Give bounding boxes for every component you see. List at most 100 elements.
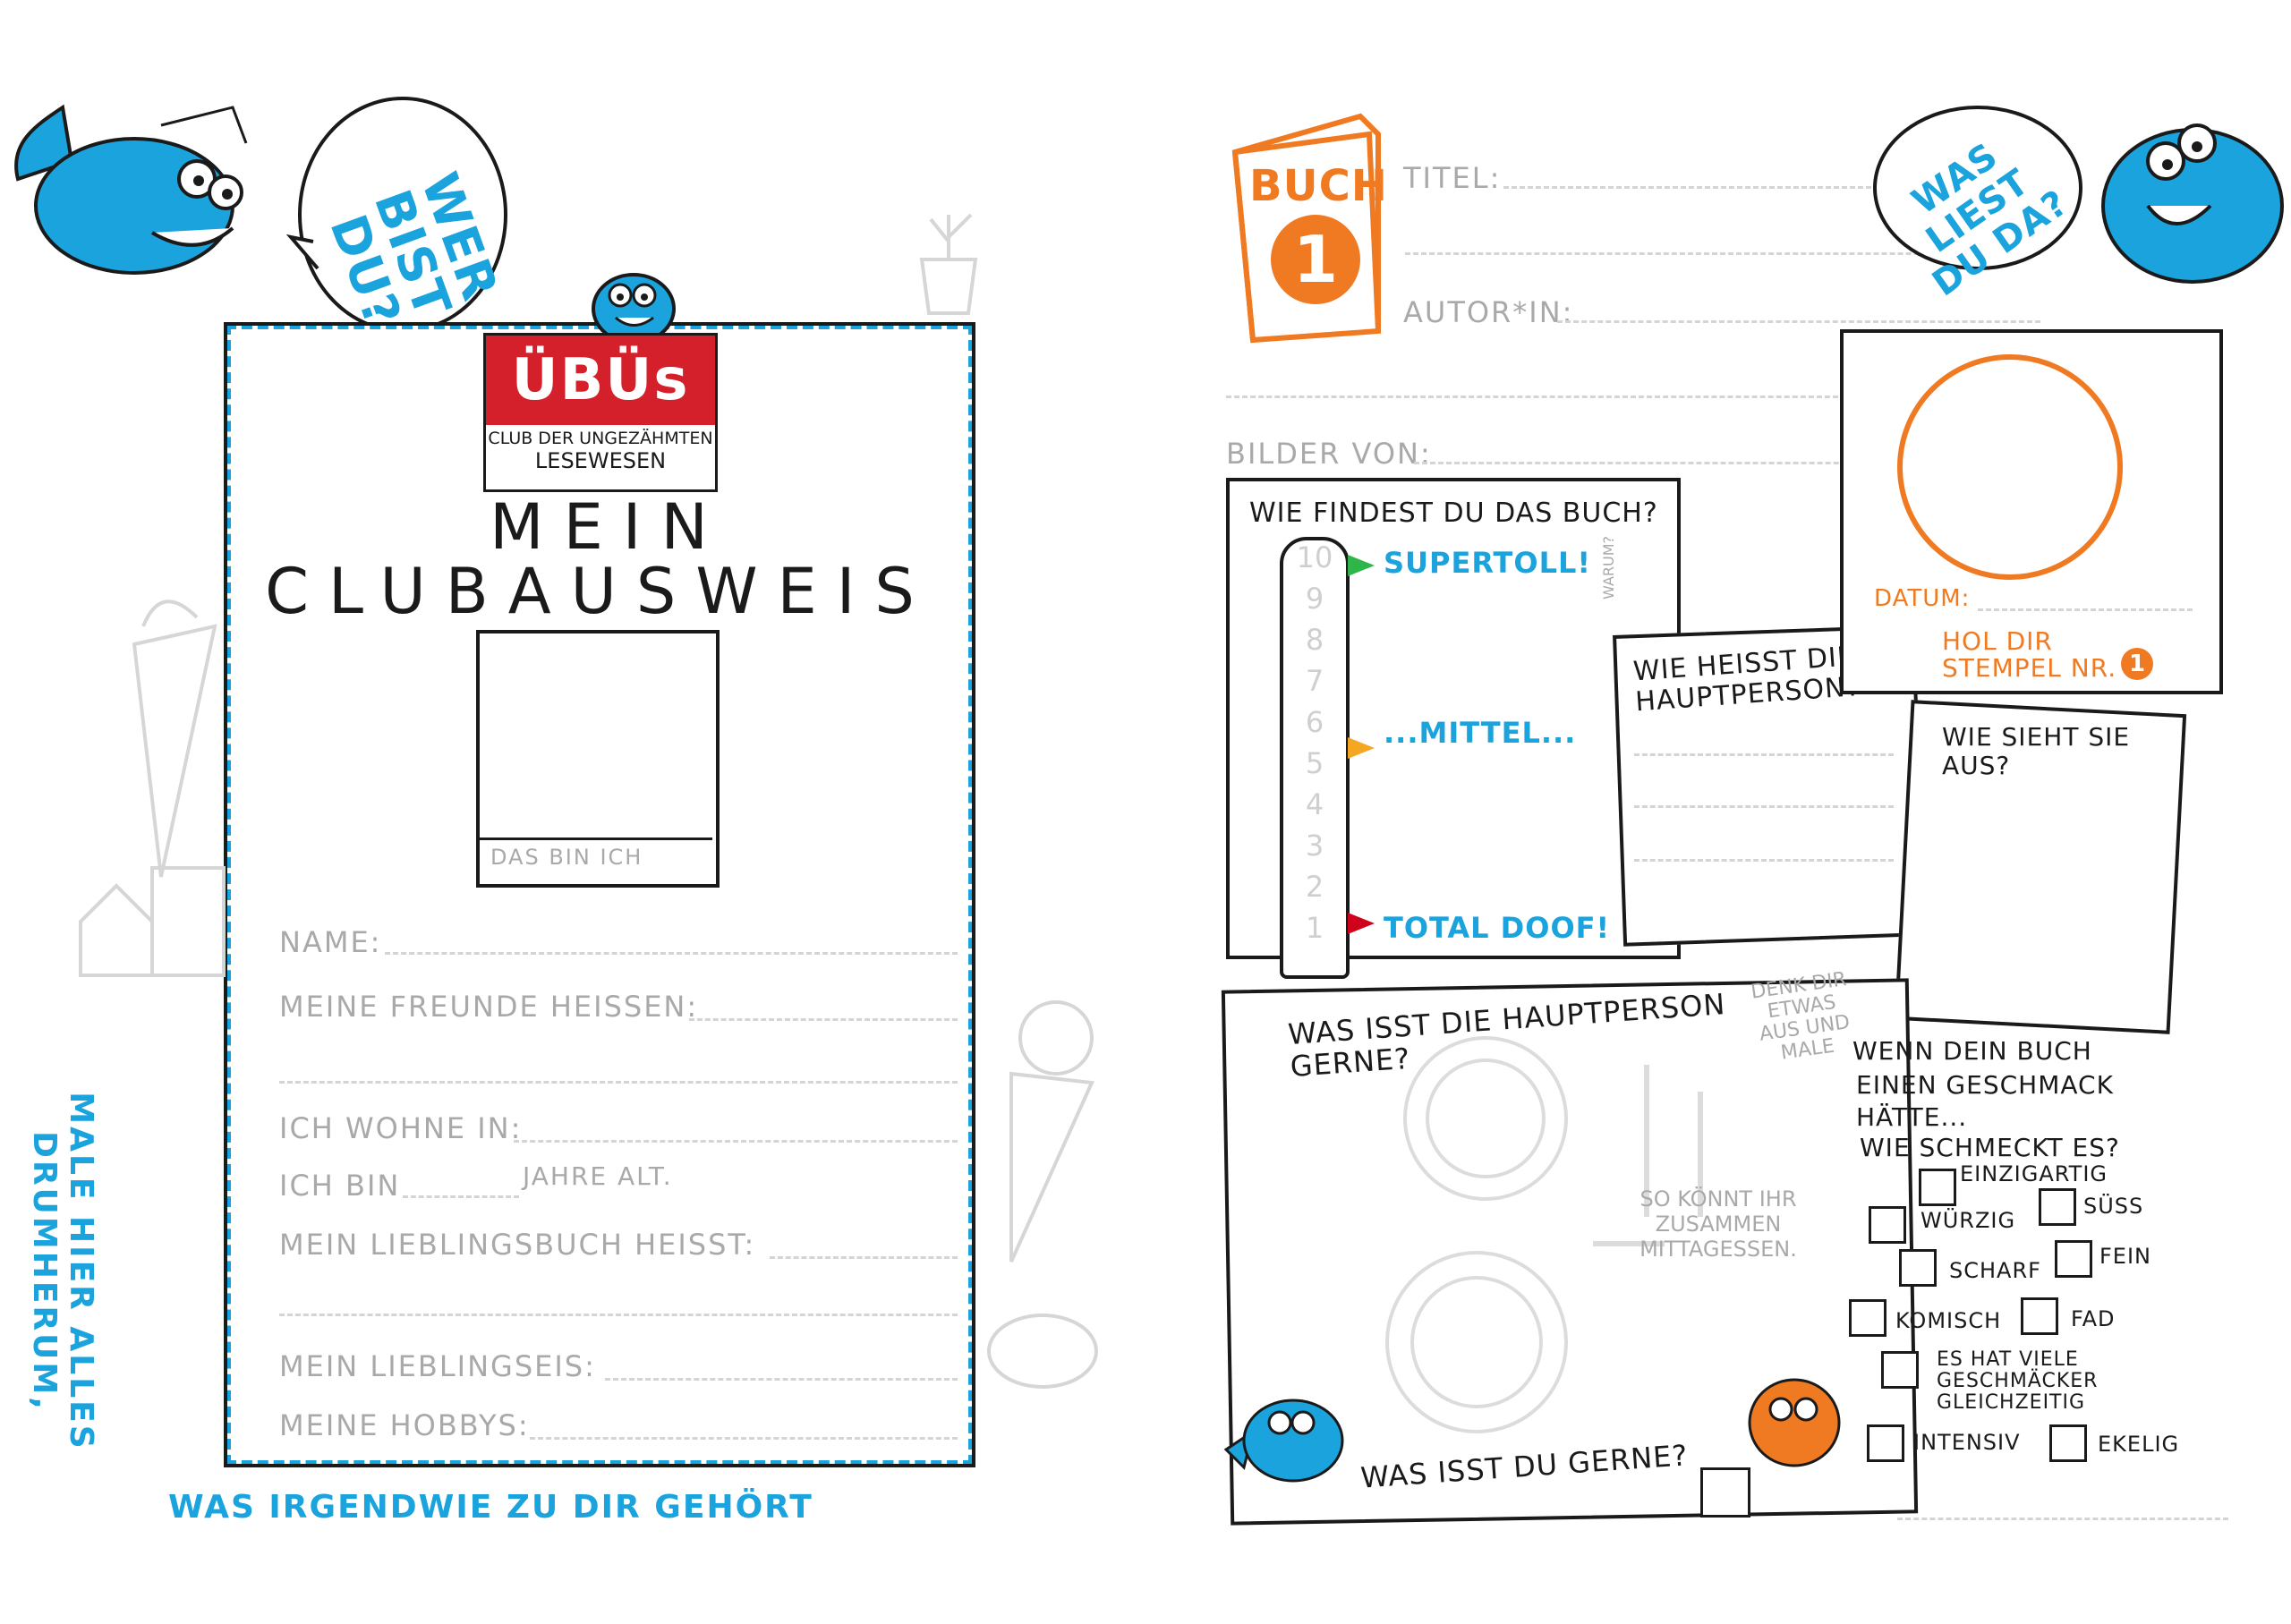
title-label: TITEL:: [1403, 161, 1502, 195]
label-fad: FAD: [2071, 1306, 2116, 1331]
author-line-2[interactable]: [1226, 395, 2040, 398]
friends-line-1[interactable]: [689, 1018, 958, 1021]
lives-line[interactable]: [514, 1140, 958, 1143]
food-together: SO KÖNNT IHR ZUSAMMEN MITTAGESSEN.: [1639, 1186, 1797, 1262]
blue-monster-top-right: [2101, 123, 2284, 284]
photo-box[interactable]: [476, 630, 720, 888]
favorite-book-line-2[interactable]: [279, 1314, 958, 1316]
book-label: BUCH: [1249, 161, 1388, 211]
checkbox-scharf[interactable]: [1899, 1249, 1937, 1287]
name-line[interactable]: [385, 952, 958, 955]
lives-label: ICH WOHNE IN:: [279, 1111, 523, 1145]
cone-bag-drawing: [132, 599, 217, 878]
main-character-line-1[interactable]: [1634, 753, 1894, 756]
main-character-line-2[interactable]: [1634, 805, 1894, 808]
taste-question-1: WENN DEIN BUCH: [1852, 1036, 2092, 1066]
houses-drawing: [79, 866, 226, 977]
favorite-book-label: MEIN LIEBLINGSBUCH HEISST:: [279, 1228, 756, 1262]
age-prefix-label: ICH BIN: [279, 1169, 401, 1203]
left-page: WER BIST DU? ÜBÜs CLUB DER UNGEZÄHMTEN L…: [14, 97, 1098, 1526]
favorite-ice-line[interactable]: [605, 1378, 958, 1381]
age-suffix-label: JAHRE ALT.: [523, 1161, 673, 1191]
scale-5: 5: [1305, 746, 1324, 780]
friends-label: MEINE FREUNDE HEISSEN:: [279, 990, 699, 1024]
scale-2: 2: [1305, 870, 1324, 904]
name-label: NAME:: [279, 925, 382, 959]
title-line-2[interactable]: [1405, 252, 2040, 255]
scale-7: 7: [1305, 664, 1324, 698]
stamp-line: STEMPEL NR.: [1942, 653, 2117, 683]
scale-1: 1: [1305, 911, 1324, 945]
logo-line1: CLUB DER UNGEZÄHMTEN: [488, 429, 713, 448]
checkbox-fein[interactable]: [2055, 1240, 2092, 1278]
author-line-1[interactable]: [1557, 320, 2040, 323]
title-line1: MEIN: [490, 490, 728, 564]
rating-why: WARUM?: [1600, 535, 1617, 599]
label-many-tastes: ES HAT VIELE GESCHMÄCKER GLEICHZEITIG: [1937, 1348, 2099, 1414]
rating-top: SUPERTOLL!: [1384, 546, 1591, 580]
photo-caption: DAS BIN ICH: [490, 845, 643, 870]
hobbies-label: MEINE HOBBYS:: [279, 1408, 530, 1442]
cat-drawing: [987, 1314, 1098, 1389]
main-character-line-3[interactable]: [1634, 859, 1894, 862]
food-think: DENK DIR ETWAS AUS UND MALE: [1749, 968, 1852, 1065]
side-text-vertical: MALE HIER ALLES DRUMHERUM,: [26, 1092, 99, 1451]
rating-middle: ...MITTEL...: [1384, 716, 1577, 750]
speech-bubble-what-read-shape: [1873, 106, 2082, 270]
label-fein: FEIN: [2099, 1244, 2151, 1269]
label-ekelig: EKELIG: [2098, 1432, 2180, 1457]
author-label: AUTOR*IN:: [1403, 295, 1574, 329]
scale-3: 3: [1305, 829, 1324, 863]
scale-9: 9: [1305, 582, 1324, 616]
label-komisch: KOMISCH: [1895, 1308, 2002, 1333]
plate-drawing: [1385, 1036, 1703, 1433]
rating-bottom: TOTAL DOOF!: [1384, 911, 1611, 945]
stamp-date: DATUM:: [1874, 585, 1971, 612]
side-text-bottom: WAS IRGENDWIE ZU DIR GEHÖRT: [168, 1489, 813, 1526]
flag-green: [1348, 555, 1375, 576]
flag-orange: [1348, 737, 1375, 759]
checkbox-komisch[interactable]: [1849, 1299, 1886, 1337]
pictures-line[interactable]: [1414, 462, 2040, 464]
stamp-date-line[interactable]: [1978, 608, 2193, 611]
favorite-ice-label: MEIN LIEBLINGSEIS:: [279, 1349, 596, 1383]
orange-monster-bottom: [1748, 1378, 1841, 1467]
hobbies-line[interactable]: [530, 1437, 958, 1440]
checkbox-fad[interactable]: [2021, 1297, 2058, 1335]
uebues-logo: ÜBÜs CLUB DER UNGEZÄHMTEN LESEWESEN: [483, 333, 718, 492]
scale-4: 4: [1305, 787, 1324, 821]
age-line[interactable]: [403, 1195, 519, 1198]
label-intensiv: INTENSIV: [1913, 1430, 2021, 1455]
bottom-dots: [1897, 1518, 2228, 1520]
label-suess: SÜSS: [2083, 1194, 2144, 1219]
title-line-1[interactable]: [1503, 186, 2040, 189]
label-scharf: SCHARF: [1949, 1258, 2041, 1283]
taste-question-4: WIE SCHMECKT ES?: [1860, 1133, 2120, 1162]
small-blue-monster-icon: [592, 273, 676, 344]
favorite-book-line-1[interactable]: [770, 1256, 958, 1259]
plant-pot-drawing: [919, 213, 978, 315]
rating-question: WIE FINDEST DU DAS BUCH?: [1249, 497, 1658, 529]
ice-cream-drawing: [1009, 1000, 1094, 1263]
food-answer-box[interactable]: [1700, 1467, 1750, 1518]
blue-fish-monster-illustration: [14, 104, 248, 275]
checkbox-ekelig[interactable]: [2049, 1424, 2087, 1462]
right-page: BUCH 1 TITEL: AUTOR*IN: BILDER VON: WAS …: [1146, 0, 2291, 1624]
stamp-number-badge: 1: [2121, 648, 2153, 680]
photo-divider: [480, 838, 712, 840]
blue-monster-bottom: [1223, 1399, 1344, 1483]
friends-line-2[interactable]: [279, 1081, 958, 1084]
flag-red: [1348, 913, 1375, 934]
taste-question-2: EINEN GESCHMACK: [1856, 1070, 2114, 1100]
id-card-frame: [224, 322, 975, 1467]
logo-line2: LESEWESEN: [534, 448, 667, 473]
checkbox-wuerzig[interactable]: [1869, 1206, 1906, 1244]
checkbox-suess[interactable]: [2039, 1188, 2076, 1226]
taste-question-3: HÄTTE...: [1856, 1102, 1968, 1132]
scale-10: 10: [1296, 540, 1333, 574]
checkbox-einzigartig[interactable]: [1919, 1169, 1956, 1206]
logo-brand: ÜBÜs: [486, 336, 715, 425]
checkbox-many-tastes[interactable]: [1881, 1351, 1919, 1389]
stamp-circle[interactable]: [1897, 354, 2123, 580]
checkbox-intensiv[interactable]: [1867, 1424, 1904, 1462]
